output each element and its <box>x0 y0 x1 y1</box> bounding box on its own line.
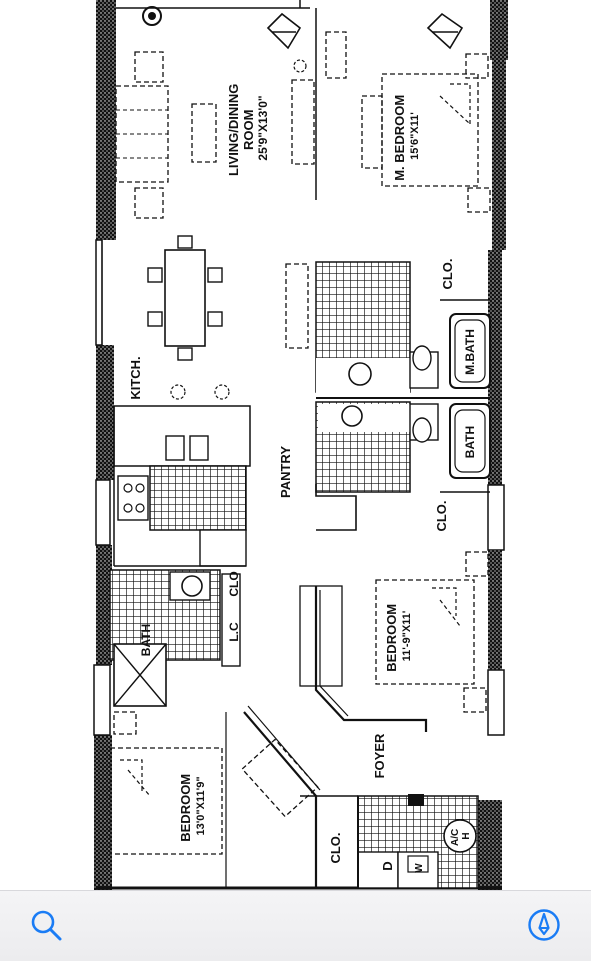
search-button[interactable] <box>24 903 68 947</box>
svg-text:BEDROOM 13'0"X11'9": BEDROOM 13'0"X11'9" <box>178 770 207 842</box>
small-bath-label: BATH <box>139 624 153 656</box>
living-dining-label: LIVING/DINING <box>226 84 241 176</box>
svg-text:BEDROOM 11'-9"X11': BEDROOM 11'-9"X11' <box>384 600 413 672</box>
ac-label: A/C <box>450 829 461 846</box>
exterior-walls <box>93 0 508 890</box>
bathrooms: M.BATH BATH CLO. <box>285 261 491 532</box>
heater-label: H <box>461 832 472 839</box>
living-dining-label-2: ROOM <box>241 110 256 150</box>
search-icon <box>31 910 62 941</box>
bedroom-3-dimensions: 13'0"X11'9" <box>195 776 207 835</box>
kitchen-label: KITCH. <box>128 356 143 399</box>
clo-top-label: CLO. <box>440 258 455 289</box>
pantry-label: PANTRY <box>278 446 293 498</box>
living-dining-room: LIVING/DINING ROOM 25'9"X13'0" <box>115 6 317 400</box>
master-bedroom-dimensions: 15'6"X11' <box>409 112 421 160</box>
bath-label: BATH <box>463 426 477 458</box>
markup-pen-icon <box>528 909 560 941</box>
foyer-label: FOYER <box>372 733 387 778</box>
small-bath: BATH CLO L.C <box>109 569 241 707</box>
clo-bottom-label: CLO. <box>328 832 343 863</box>
svg-text:LIVING/DINING ROOM: LIVING/DINING ROOM 25'9"X13'0" <box>226 80 270 176</box>
floor-plan: LIVING/DINING ROOM 25'9"X13'0" M. BEDROO… <box>93 0 508 890</box>
master-bedroom-label: M. BEDROOM <box>392 95 407 181</box>
dryer-label: D <box>380 861 395 870</box>
foyer: FOYER D W A/C H <box>300 733 479 889</box>
svg-text:M. BEDROOM 15'6"X11': M. BEDROOM 15'6"X11' <box>392 91 421 181</box>
bedroom-3-label: BEDROOM <box>178 774 193 842</box>
bedroom-3: BEDROOM 13'0"X11'9" CLO. <box>109 705 343 888</box>
master-bedroom: M. BEDROOM 15'6"X11' CLO. <box>325 12 491 290</box>
svg-text:A/C H: A/C H <box>450 826 472 846</box>
kitchen: KITCH. PANTRY <box>113 356 357 567</box>
clo-middle-label: CLO. <box>434 500 449 531</box>
lc-label: L.C <box>227 622 241 642</box>
bedroom-2-dimensions: 11'-9"X11' <box>401 610 413 661</box>
bottom-toolbar <box>0 890 591 961</box>
clo-side-label: CLO <box>227 571 241 596</box>
m-bath-label: M.BATH <box>463 329 477 375</box>
living-dining-dimensions: 25'9"X13'0" <box>256 95 270 160</box>
bedroom-2-label: BEDROOM <box>384 604 399 672</box>
markup-button[interactable] <box>522 903 566 947</box>
bedroom-2: BEDROOM 11'-9"X11' <box>299 551 489 732</box>
washer-label: W <box>414 863 425 873</box>
